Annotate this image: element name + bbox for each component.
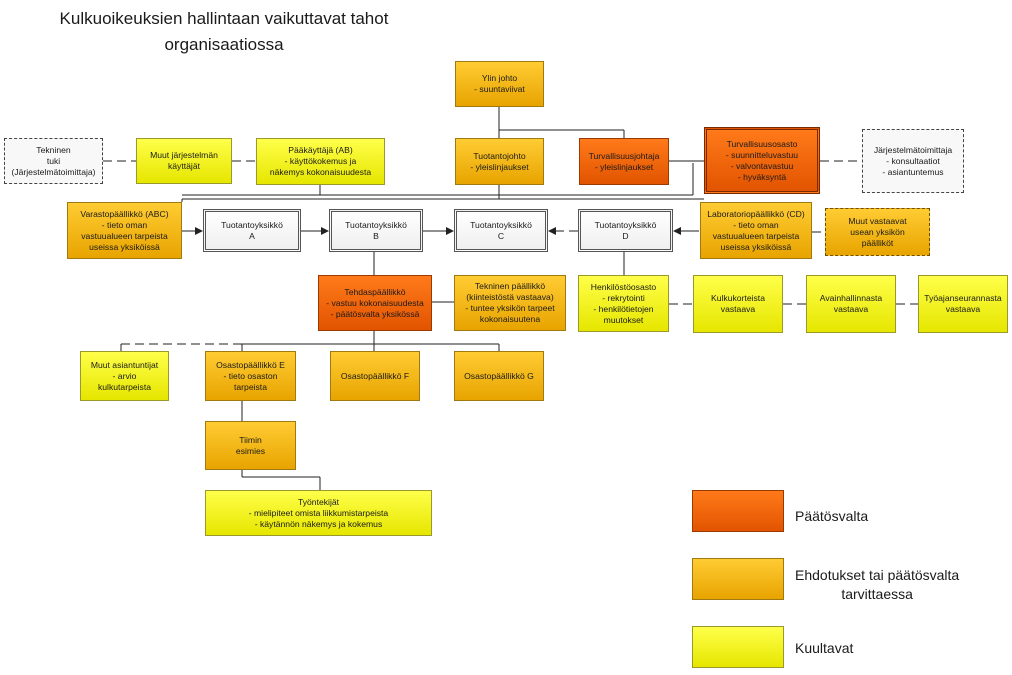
node-turvallisuusosasto: Turvallisuusosasto - suunnitteluvastuu -… [704, 127, 820, 194]
node-tuotantoyksikko-d: Tuotantoyksikkö D [578, 209, 673, 252]
node-paakayttaja: Pääkäyttäjä (AB) - käyttökokemus ja näke… [256, 138, 385, 185]
legend-label-decision: Päätösvalta [795, 508, 869, 524]
node-tekninen-tuki: Tekninen tuki (Järjestelmätoimittaja) [4, 138, 103, 184]
node-avainhallinnasta: Avainhallinnasta vastaava [806, 275, 896, 333]
node-tehdaspaallikko: Tehdaspäällikkö - vastuu kokonaisuudesta… [318, 275, 432, 331]
node-tuotantoyksikko-a: Tuotantoyksikkö A [203, 209, 301, 252]
node-osastopaallikko-g: Osastopäällikkö G [454, 351, 544, 401]
node-tyontekijat: Työntekijät - mielipiteet omista liikkum… [205, 490, 432, 536]
legend-swatch-decision [692, 490, 784, 532]
node-laboratoriopaallikko: Laboratoriopäällikkö (CD) - tieto oman v… [700, 202, 812, 259]
node-tuotantoyksikko-c: Tuotantoyksikkö C [454, 209, 548, 252]
node-tekninen-paallikko: Tekninen päällikkö (kiinteistöstä vastaa… [454, 275, 566, 331]
node-ylin-johto: Ylin johto - suuntaviivat [455, 61, 544, 107]
node-muut-jarjestelman-kayttajat: Muut järjestelmän käyttäjät [136, 138, 232, 184]
legend-swatch-consulted [692, 626, 784, 668]
node-turvallisuusjohtaja: Turvallisuusjohtaja - yleislinjaukset [579, 138, 669, 185]
page-title: Kulkuoikeuksien hallintaan vaikuttavat t… [14, 6, 434, 58]
legend-label-proposal: Ehdotukset tai päätösvalta tarvittaessa [795, 567, 960, 602]
node-osastopaallikko-f: Osastopäällikkö F [330, 351, 420, 401]
title-line-1: Kulkuoikeuksien hallintaan vaikuttavat t… [59, 9, 389, 28]
node-henkilostoosasto: Henkilöstöosasto - rekrytointi - henkilö… [578, 275, 669, 332]
node-tyoajanseurannasta: Työajanseurannasta vastaava [918, 275, 1008, 333]
node-muut-asiantuntijat: Muut asiantuntijat - arvio kulkutarpeist… [80, 351, 169, 401]
legend-label-consulted: Kuultavat [795, 640, 854, 656]
node-varastopaallikko: Varastopäällikkö (ABC) - tieto oman vast… [67, 202, 182, 259]
node-tuotantoyksikko-b: Tuotantoyksikkö B [329, 209, 423, 252]
title-line-2: organisaatiossa [164, 35, 284, 54]
node-muut-vastaavat: Muut vastaavat usean yksikön päälliköt [825, 208, 930, 256]
node-osastopaallikko-e: Osastopäällikkö E - tieto osaston tarpei… [205, 351, 296, 401]
node-jarjestelmatoimittaja: Järjestelmätoimittaja - konsultaatiot - … [862, 129, 964, 193]
legend-swatch-proposal [692, 558, 784, 600]
node-tuotantojohto: Tuotantojohto - yleislinjaukset [455, 138, 544, 185]
node-tiimin-esimies: Tiimin esimies [205, 421, 296, 470]
node-kulkukorteista: Kulkukorteista vastaava [693, 275, 783, 333]
